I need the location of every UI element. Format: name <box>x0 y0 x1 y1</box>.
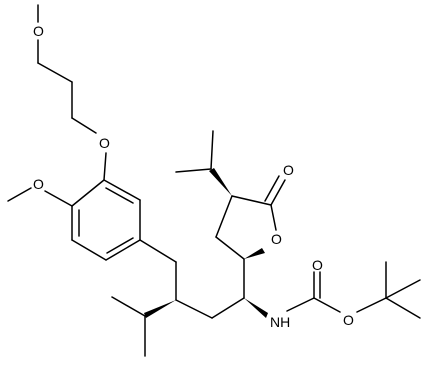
amine-stereocenter <box>243 258 268 318</box>
stereo-wedge <box>244 248 265 259</box>
bond <box>111 296 146 317</box>
backbone <box>139 239 245 319</box>
stereo-wedge <box>209 168 232 196</box>
bond <box>44 190 73 207</box>
bond <box>71 179 105 207</box>
benzene-ring <box>71 179 141 261</box>
atom-label-o: O <box>283 162 294 178</box>
atom-label-o: O <box>271 231 282 247</box>
bond <box>37 62 73 83</box>
bond <box>71 117 97 134</box>
bond <box>211 297 245 319</box>
bond <box>105 239 141 261</box>
bond <box>106 237 134 254</box>
atom-label-o: O <box>99 135 110 151</box>
bond <box>215 236 245 260</box>
bond <box>105 187 134 204</box>
bond <box>139 239 177 263</box>
stereo-wedge <box>144 300 176 318</box>
bond <box>286 297 315 312</box>
bond <box>356 297 387 313</box>
lactone-ring <box>215 175 286 260</box>
bond <box>7 187 32 202</box>
ring-methoxy <box>7 187 73 207</box>
bond <box>231 195 272 206</box>
bond <box>175 299 213 319</box>
bond <box>270 179 286 206</box>
bond <box>103 152 107 181</box>
bond <box>385 297 421 319</box>
isopropyl-upper <box>175 130 232 196</box>
methoxypropoxy-chain <box>37 4 107 181</box>
bond <box>313 297 341 313</box>
bond <box>270 204 277 231</box>
bond <box>71 239 107 261</box>
atom-label-o: O <box>343 312 354 328</box>
atom-label-o: O <box>312 257 323 273</box>
bond <box>385 279 421 299</box>
atom-label-o: O <box>33 23 44 39</box>
bond <box>210 130 214 170</box>
bond <box>103 179 141 201</box>
stereo-wedge <box>244 298 268 318</box>
bond <box>175 168 212 173</box>
bond <box>215 195 233 238</box>
atom-label-o: O <box>33 176 44 192</box>
atom-label-nh: NH <box>270 314 290 330</box>
isopropyl-lower <box>111 296 176 357</box>
bond <box>264 175 280 202</box>
boc-carbamate <box>286 261 421 319</box>
